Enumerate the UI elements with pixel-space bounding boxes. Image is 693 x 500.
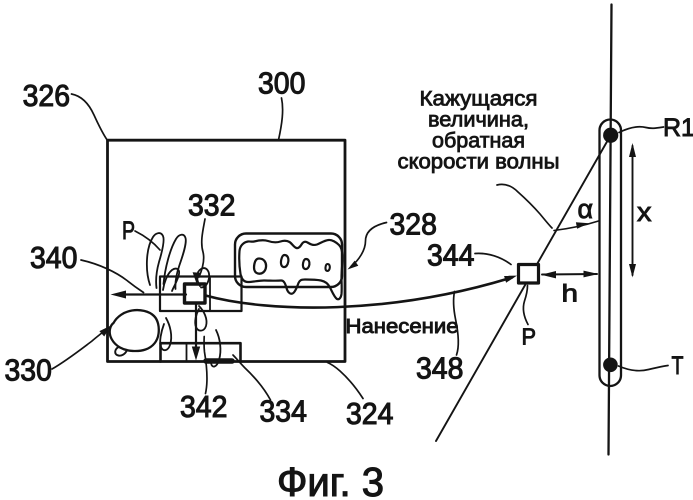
svg-text:332: 332: [188, 189, 235, 223]
svg-text:x: x: [637, 197, 652, 227]
svg-text:330: 330: [5, 354, 52, 388]
svg-text:328: 328: [390, 208, 437, 242]
svg-text:P: P: [522, 324, 537, 350]
svg-text:300: 300: [258, 67, 305, 101]
svg-text:348: 348: [416, 352, 463, 386]
svg-text:Нанесение: Нанесение: [346, 315, 459, 338]
svg-text:P: P: [122, 217, 135, 245]
svg-text:величина,: величина,: [428, 109, 529, 132]
svg-text:α: α: [578, 194, 594, 224]
svg-text:R1: R1: [663, 114, 693, 142]
svg-text:T: T: [672, 352, 684, 380]
svg-text:342: 342: [180, 390, 227, 424]
svg-text:326: 326: [23, 79, 70, 113]
svg-text:344: 344: [427, 239, 474, 273]
svg-text:обратная: обратная: [432, 130, 525, 153]
svg-text:Кажущаяся: Кажущаяся: [420, 88, 538, 111]
svg-text:скорости волны: скорости волны: [398, 151, 560, 174]
svg-text:324: 324: [346, 397, 393, 431]
svg-text:h: h: [562, 281, 579, 308]
svg-text:340: 340: [30, 241, 77, 275]
svg-text:334: 334: [260, 395, 307, 429]
svg-text:Фиг. 3: Фиг. 3: [277, 459, 384, 500]
